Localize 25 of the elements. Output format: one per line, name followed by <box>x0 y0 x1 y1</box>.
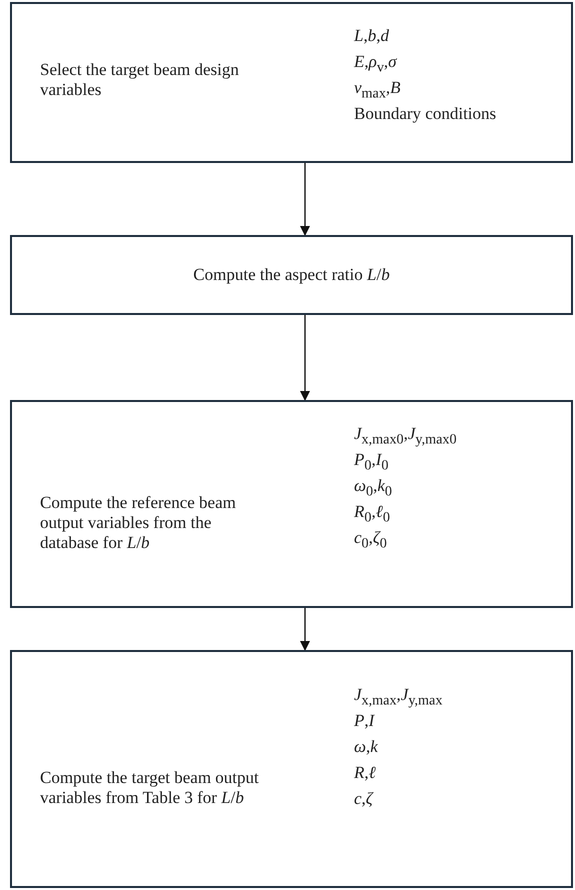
arrow <box>300 608 310 651</box>
process-box <box>10 400 573 608</box>
variable-list-item: R,ℓ <box>354 763 376 784</box>
variable-list-item: c,ζ <box>354 789 373 810</box>
step-text: Compute the reference beam output variables from the database for L/b <box>40 493 237 553</box>
variable-list-item: J$_{x,max0}$,J$_{y,max0}$ <box>354 424 457 450</box>
variable-list-item: P,I <box>354 711 374 732</box>
variable-list-item: R$_{0}$,ℓ$_{0}$ <box>354 502 390 528</box>
process-box <box>10 650 573 888</box>
arrow <box>300 315 310 401</box>
variable-list-item: ω$_{0}$,k$_{0}$ <box>354 476 392 502</box>
variable-list-item: J$_{x,max}$,J$_{y,max}$ <box>354 685 442 710</box>
variable-list-item: ω,k <box>354 737 378 758</box>
variable-list-item: Boundary conditions <box>354 104 496 125</box>
step-text: Select the target beam design variables <box>40 60 240 100</box>
step-text: Compute the aspect ratio L/b <box>192 265 391 285</box>
process-box <box>10 235 573 315</box>
process-box <box>10 2 573 163</box>
step-text: Compute the target beam output variables from Table 3 for L/b <box>40 768 260 808</box>
arrow <box>300 163 310 236</box>
variable-list-item: E,ρ$_{v}$,σ <box>354 52 397 78</box>
variable-list-item: L,b,d <box>354 26 389 47</box>
variable-list-item: c$_{0}$,ζ$_{0}$ <box>354 528 387 554</box>
variable-list-item: v$_{max}$,B <box>354 78 401 104</box>
variable-list-item: P$_{0}$,I$_{0}$ <box>354 450 388 476</box>
